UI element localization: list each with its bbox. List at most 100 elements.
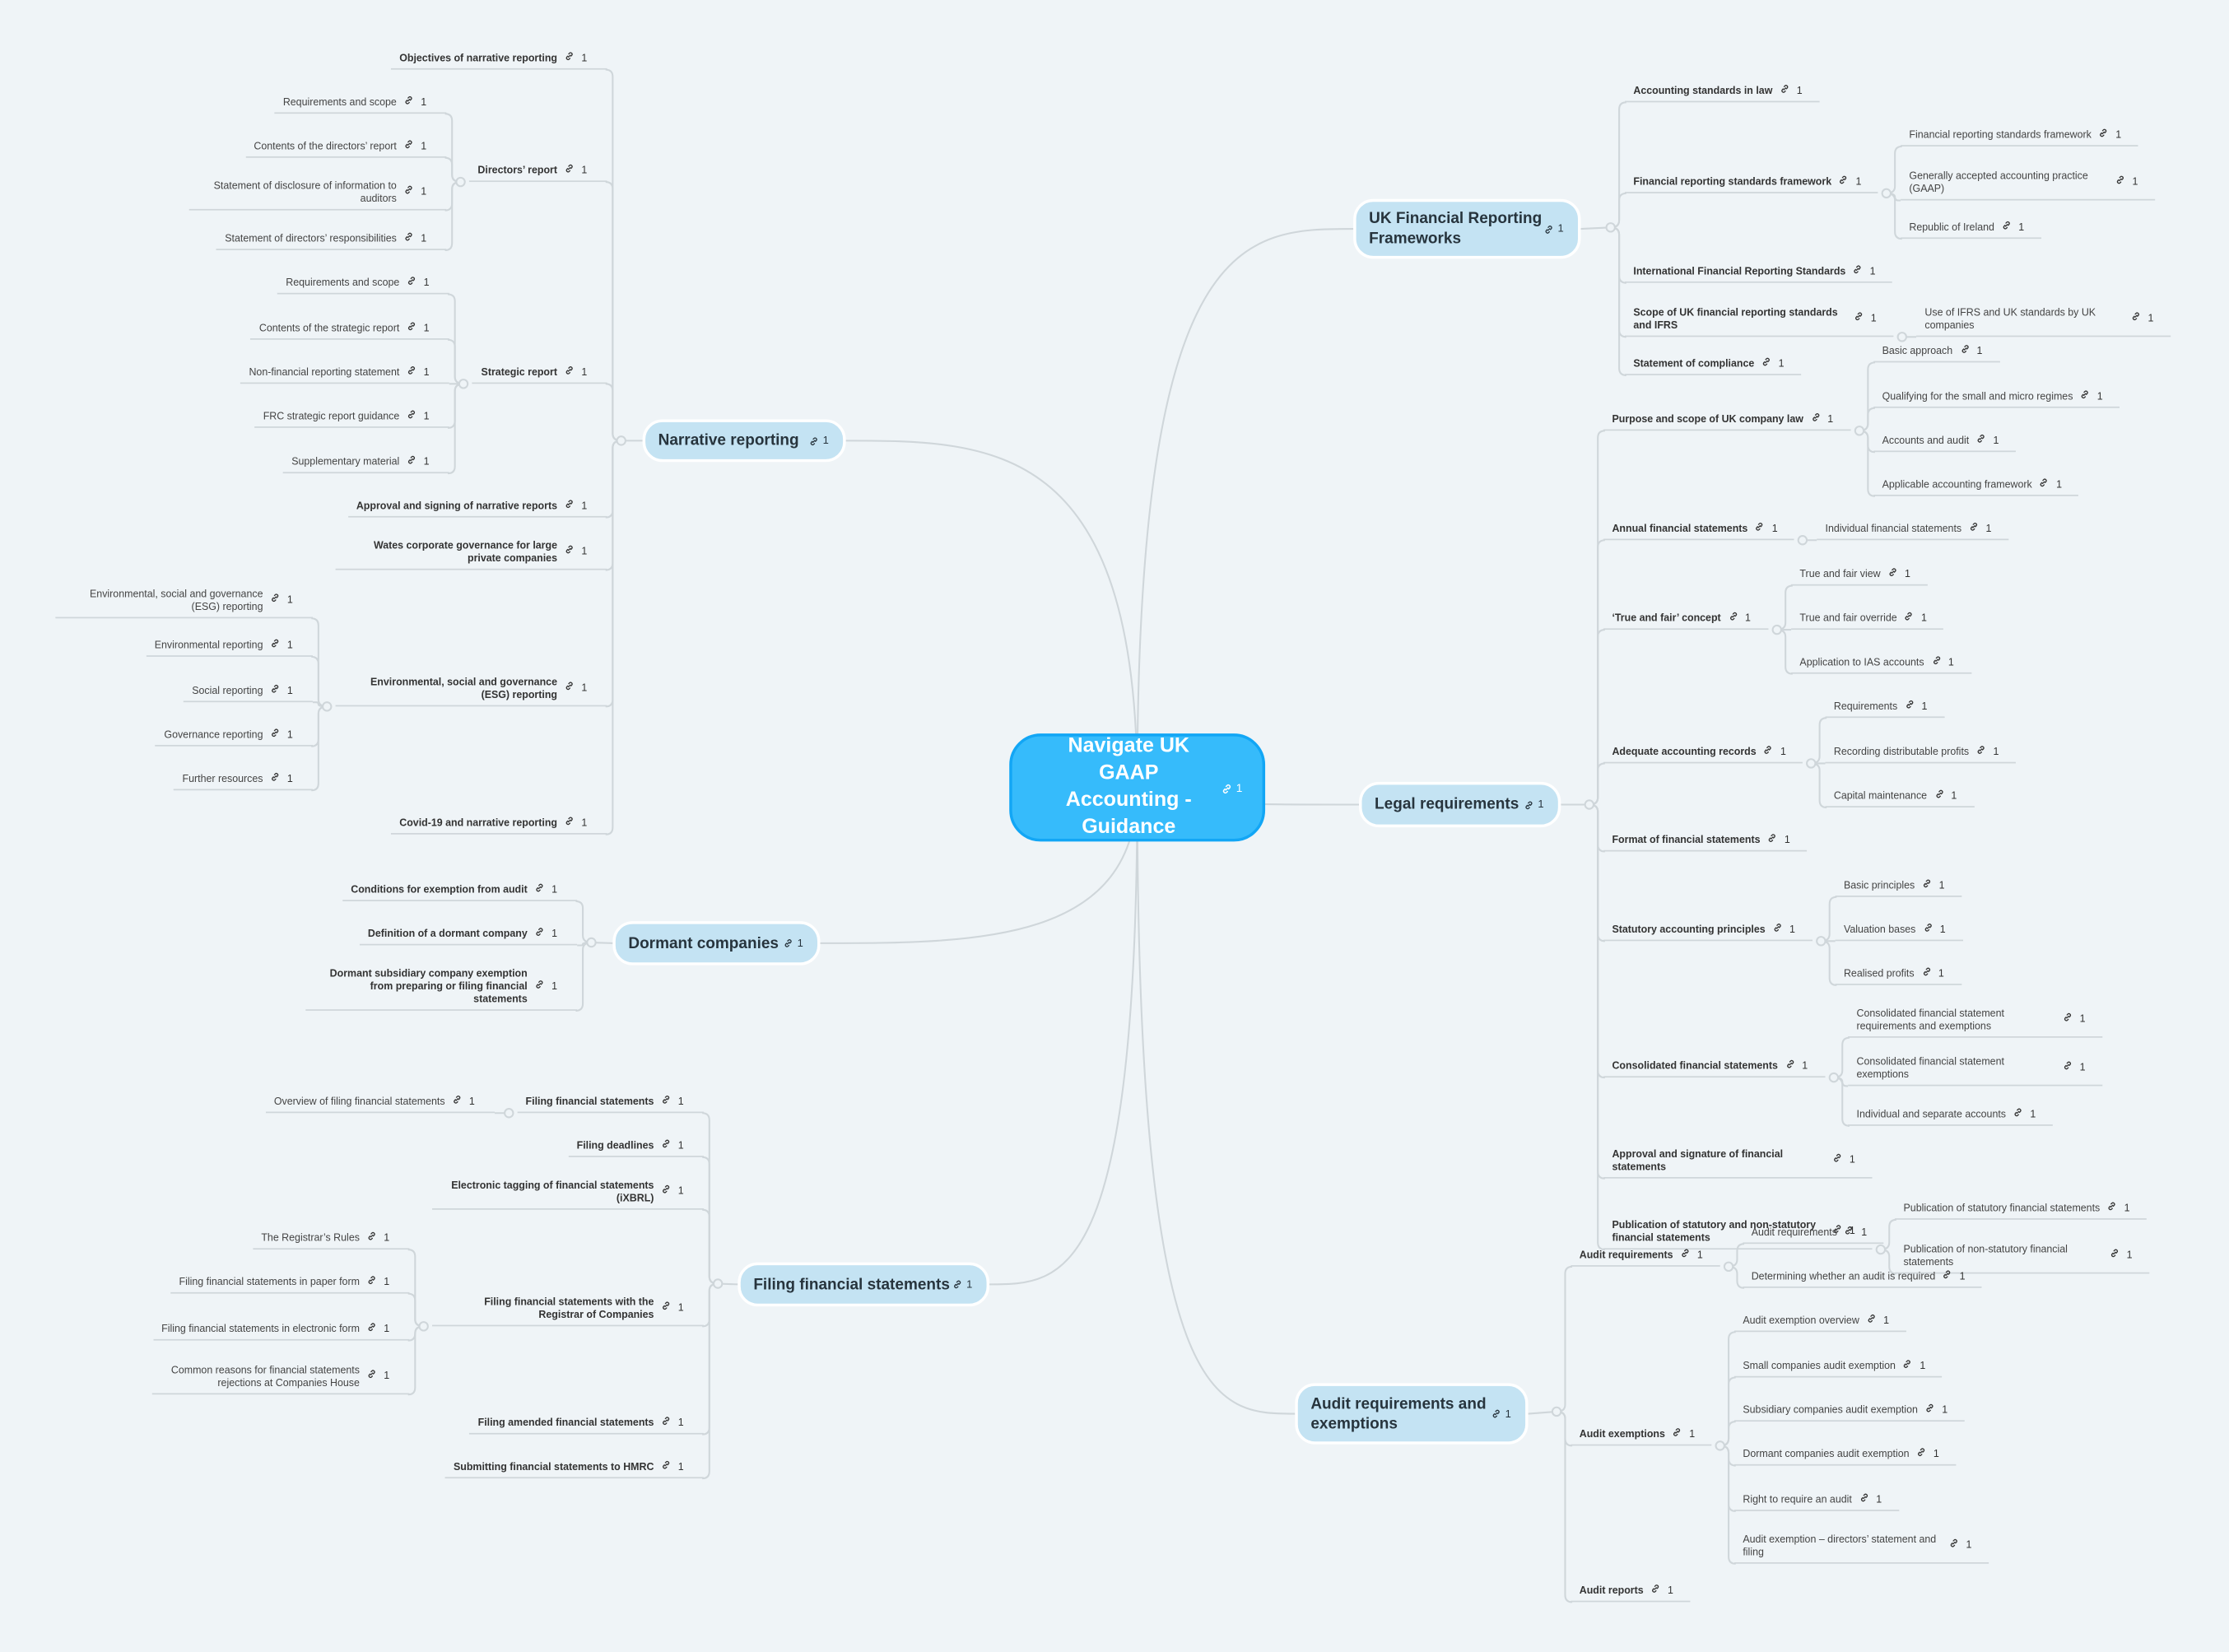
branch-link[interactable]: 1 — [808, 430, 829, 450]
topic-node[interactable]: Filing financial statements with the Reg… — [432, 1291, 704, 1326]
node-link[interactable] — [1904, 612, 1914, 625]
topic-node[interactable]: Scope of UK financial reporting standard… — [1625, 302, 1894, 337]
node-link[interactable] — [1976, 434, 1986, 447]
node-link[interactable] — [1755, 522, 1765, 535]
node-link[interactable] — [1916, 1447, 1926, 1460]
collapse-toggle[interactable] — [712, 1278, 724, 1289]
node-link[interactable] — [2115, 175, 2125, 188]
node-link[interactable] — [1761, 356, 1771, 370]
topic-node[interactable]: Electronic tagging of financial statemen… — [432, 1175, 704, 1209]
subtopic-node[interactable]: Common reasons for financial statements … — [151, 1360, 410, 1394]
node-link[interactable] — [1811, 412, 1821, 426]
topic-node[interactable]: Wates corporate governance for large pri… — [335, 535, 607, 570]
node-link[interactable] — [403, 185, 413, 198]
node-link[interactable] — [1772, 923, 1782, 936]
node-link[interactable] — [403, 139, 413, 152]
node-link[interactable] — [1859, 1492, 1868, 1505]
node-link[interactable] — [2110, 1248, 2120, 1261]
node-link[interactable] — [1905, 700, 1915, 713]
node-link[interactable] — [2063, 1060, 2073, 1073]
topic-node[interactable]: Dormant subsidiary company exemption fro… — [305, 964, 578, 1011]
branch-link[interactable]: 1 — [1524, 794, 1544, 814]
node-link[interactable] — [1728, 612, 1738, 625]
collapse-toggle[interactable] — [1723, 1261, 1734, 1273]
branch-link[interactable]: 1 — [783, 933, 803, 953]
node-link[interactable] — [2080, 389, 2090, 403]
node-link[interactable] — [403, 232, 413, 245]
collapse-toggle[interactable] — [1584, 799, 1595, 810]
collapse-toggle[interactable] — [455, 176, 466, 188]
node-link[interactable] — [367, 1322, 377, 1335]
node-link[interactable] — [1785, 1059, 1795, 1073]
node-link[interactable] — [270, 728, 280, 741]
node-link[interactable] — [367, 1231, 377, 1245]
collapse-toggle[interactable] — [586, 937, 597, 948]
central-topic[interactable]: Navigate UK GAAP Accounting - Guidance 1 — [1009, 733, 1266, 842]
node-link[interactable] — [661, 1138, 671, 1152]
node-link[interactable] — [1845, 1226, 1854, 1239]
node-link[interactable] — [565, 499, 575, 512]
node-link[interactable] — [1976, 745, 1986, 758]
node-link[interactable] — [1923, 923, 1933, 936]
node-link[interactable] — [1969, 522, 1979, 535]
node-link[interactable] — [1650, 1584, 1660, 1597]
collapse-toggle[interactable] — [504, 1108, 514, 1119]
node-link[interactable] — [407, 365, 416, 379]
collapse-toggle[interactable] — [616, 435, 626, 446]
node-link[interactable] — [1832, 1224, 1842, 1237]
subtopic-node[interactable]: Consolidated financial statement require… — [1848, 1003, 2103, 1037]
node-link[interactable] — [2107, 1201, 2117, 1214]
node-link[interactable] — [1921, 966, 1931, 980]
subtopic-node[interactable]: Qualifying for the small and micro regim… — [1873, 387, 2120, 408]
node-link[interactable] — [2131, 311, 2141, 324]
node-link[interactable] — [407, 321, 416, 334]
node-link[interactable] — [1949, 1538, 1959, 1552]
collapse-toggle[interactable] — [1806, 758, 1817, 769]
node-link[interactable] — [1903, 1359, 1913, 1372]
collapse-toggle[interactable] — [1771, 624, 1783, 635]
node-link[interactable] — [565, 164, 575, 177]
collapse-toggle[interactable] — [1797, 535, 1808, 546]
node-link[interactable] — [2039, 477, 2049, 491]
subtopic-node[interactable]: Statement of directors’ responsibilities… — [216, 229, 447, 250]
collapse-toggle[interactable] — [1715, 1440, 1725, 1451]
node-link[interactable] — [452, 1095, 462, 1108]
branch-link[interactable]: 1 — [952, 1274, 972, 1294]
node-link[interactable] — [1934, 789, 1944, 803]
node-link[interactable] — [270, 772, 280, 785]
node-link[interactable] — [367, 1275, 377, 1288]
node-link[interactable] — [1854, 311, 1864, 324]
node-link[interactable] — [407, 455, 416, 468]
subtopic-node[interactable]: Use of IFRS and UK standards by UK compa… — [1916, 302, 2171, 337]
subtopic-node[interactable]: Statement of disclosure of information t… — [188, 175, 447, 210]
